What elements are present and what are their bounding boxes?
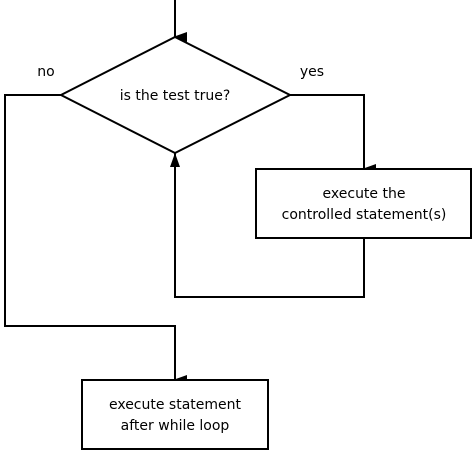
after-loop-box xyxy=(81,379,269,450)
loop-back-arrow xyxy=(174,153,365,298)
loop-back-arrowhead xyxy=(170,153,180,167)
controlled-box-line1: execute the xyxy=(323,186,406,202)
after-box-line2: after while loop xyxy=(121,418,230,434)
controlled-statement-box xyxy=(255,168,472,239)
decision-label: is the test true? xyxy=(120,88,231,104)
after-box-line1: execute statement xyxy=(109,397,242,413)
yes-path-arrow xyxy=(290,94,376,174)
controlled-box-line2: controlled statement(s) xyxy=(282,207,447,223)
no-path-arrow xyxy=(4,94,187,385)
yes-branch-label: yes xyxy=(300,64,324,80)
no-branch-label: no xyxy=(37,64,54,80)
